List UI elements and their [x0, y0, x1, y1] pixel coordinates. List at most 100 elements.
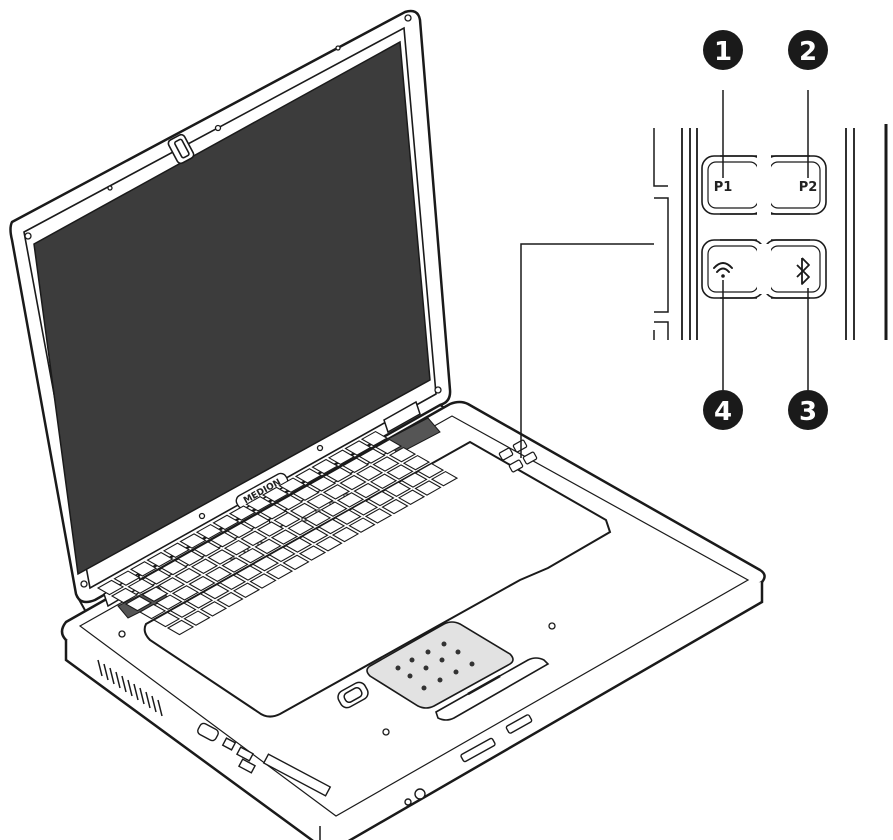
keyboard-key[interactable] — [414, 480, 442, 496]
keyboard-key[interactable] — [162, 542, 191, 558]
keyboard-key[interactable] — [369, 473, 398, 489]
keyboard-key[interactable] — [143, 569, 172, 585]
keyboard-key[interactable] — [339, 474, 367, 491]
keyboard-key[interactable] — [360, 430, 389, 447]
keyboard-key[interactable] — [374, 438, 403, 455]
keyboard-key[interactable] — [282, 554, 310, 571]
keyboard-key[interactable] — [207, 549, 235, 565]
keyboard-key[interactable] — [327, 449, 356, 465]
keyboard-key[interactable] — [289, 502, 318, 519]
keyboard-key[interactable] — [129, 561, 158, 577]
keyboard-key[interactable] — [195, 523, 224, 540]
keyboard-key[interactable] — [127, 578, 155, 594]
keyboard-key[interactable] — [268, 546, 296, 563]
keyboard-key[interactable] — [388, 446, 417, 463]
keyboard-key[interactable] — [341, 457, 370, 473]
keyboard-key[interactable] — [199, 601, 228, 617]
keyboard-key[interactable] — [331, 526, 360, 543]
keyboard-key[interactable] — [96, 579, 125, 596]
keyboard-key[interactable] — [325, 466, 353, 483]
keyboard-key[interactable] — [237, 547, 266, 564]
keyboard-key[interactable] — [265, 563, 294, 580]
keyboard-key[interactable] — [141, 586, 169, 602]
keyboard-key[interactable] — [397, 489, 426, 505]
keyboard-key[interactable] — [355, 465, 384, 481]
keyboard-key[interactable] — [232, 582, 261, 598]
keyboard-key[interactable] — [124, 595, 153, 612]
keyboard-key[interactable] — [322, 484, 351, 500]
keyboard-key[interactable] — [306, 493, 334, 509]
keyboard-key[interactable] — [298, 545, 327, 561]
keyboard-keys[interactable] — [96, 430, 459, 636]
keyboard-key[interactable] — [336, 492, 365, 508]
keyboard-key[interactable] — [221, 557, 249, 573]
keyboard-key[interactable] — [353, 482, 381, 499]
keyboard-key[interactable] — [218, 574, 247, 590]
keyboard-key[interactable] — [226, 522, 254, 539]
keyboard-key[interactable] — [372, 456, 400, 472]
keyboard-key[interactable] — [278, 477, 306, 493]
keyboard-key[interactable] — [287, 520, 315, 536]
keyboard-key[interactable] — [113, 570, 141, 586]
keyboard-key[interactable] — [183, 610, 211, 626]
keyboard-key[interactable] — [273, 512, 301, 528]
keyboard-key[interactable] — [315, 536, 343, 552]
keyboard-key[interactable] — [242, 513, 271, 529]
keyboard-key[interactable] — [169, 602, 197, 618]
keyboard-key[interactable] — [259, 504, 287, 520]
keyboard-key[interactable] — [204, 566, 233, 582]
keyboard-key[interactable] — [160, 559, 188, 576]
keyboard-key[interactable] — [209, 531, 238, 548]
keyboard[interactable] — [96, 430, 612, 718]
keyboard-key[interactable] — [284, 537, 313, 553]
keyboard-key[interactable] — [185, 593, 214, 609]
keyboard-key[interactable] — [350, 500, 379, 516]
keyboard-key[interactable] — [301, 528, 329, 544]
keyboard-key[interactable] — [223, 539, 252, 556]
keyboard-key[interactable] — [320, 501, 348, 517]
keyboard-key[interactable] — [402, 454, 431, 471]
keyboard-key[interactable] — [311, 458, 339, 475]
keyboard-key[interactable] — [334, 509, 362, 525]
keyboard-key[interactable] — [344, 440, 372, 456]
keyboard-key[interactable] — [386, 464, 414, 480]
keyboard-key[interactable] — [240, 530, 268, 547]
keyboard-key[interactable] — [166, 619, 195, 636]
keyboard-key[interactable] — [179, 533, 207, 549]
keyboard-key[interactable] — [294, 468, 323, 484]
keyboard-key[interactable] — [308, 476, 337, 492]
keyboard-key[interactable] — [249, 573, 277, 589]
side-ports[interactable] — [196, 722, 426, 806]
keyboard-key[interactable] — [256, 521, 285, 537]
keyboard-key[interactable] — [146, 551, 174, 568]
keyboard-key[interactable] — [292, 485, 320, 501]
keyboard-key[interactable] — [152, 611, 181, 628]
keyboard-key[interactable] — [110, 587, 139, 604]
keyboard-key[interactable] — [367, 490, 395, 507]
wlan-button[interactable] — [701, 239, 765, 299]
keyboard-key[interactable] — [348, 517, 376, 533]
keyboard-key[interactable] — [228, 505, 257, 521]
keyboard-key[interactable] — [138, 603, 167, 620]
keyboard-key[interactable] — [155, 594, 183, 610]
keyboard-key[interactable] — [303, 510, 332, 527]
keyboard-key[interactable] — [317, 518, 346, 535]
keyboard-key[interactable] — [190, 558, 219, 574]
keyboard-key[interactable] — [254, 538, 282, 555]
keyboard-key[interactable] — [430, 470, 459, 487]
keyboard-key[interactable] — [251, 555, 280, 572]
bluetooth-button[interactable] — [763, 239, 827, 299]
keyboard-key[interactable] — [202, 583, 230, 600]
keyboard-key[interactable] — [261, 486, 290, 503]
keyboard-key[interactable] — [193, 541, 221, 557]
keyboard-key[interactable] — [358, 448, 386, 464]
keyboard-key[interactable] — [275, 494, 304, 511]
keyboard-key[interactable] — [416, 462, 445, 479]
keyboard-key[interactable] — [381, 498, 409, 515]
keyboard-key[interactable] — [176, 550, 205, 566]
keyboard-key[interactable] — [171, 585, 200, 601]
keyboard-key[interactable] — [270, 529, 299, 545]
keyboard-key[interactable] — [188, 575, 216, 592]
quick-launch-buttons[interactable] — [498, 439, 538, 473]
p2-button[interactable]: P2 — [763, 155, 827, 215]
